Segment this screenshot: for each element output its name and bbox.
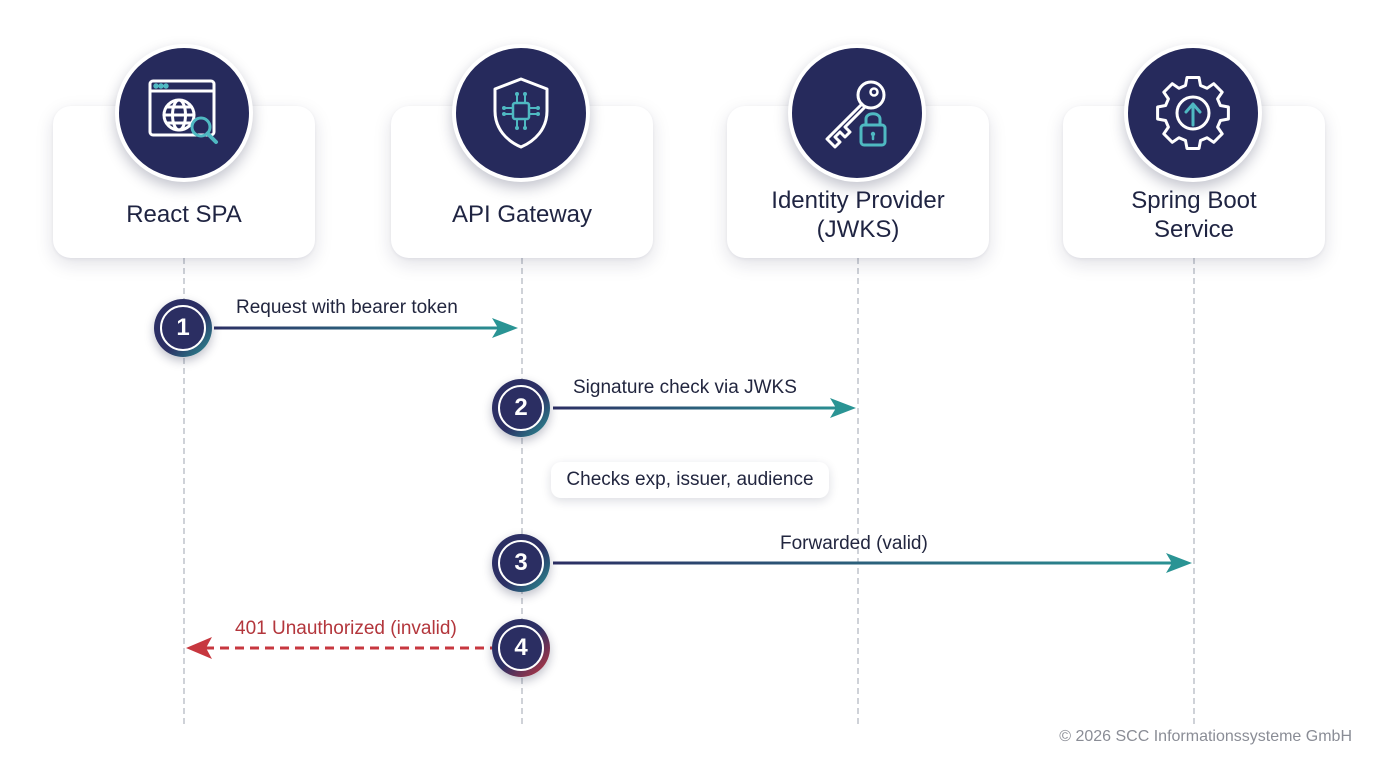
step-number: 4 <box>498 625 544 671</box>
arrow-4 <box>186 637 492 659</box>
lifeline-spring-boot-service <box>1193 258 1195 724</box>
message-label-4: 401 Unauthorized (invalid) <box>235 618 457 639</box>
key-lock-icon <box>788 44 926 182</box>
browser-globe-search-icon <box>115 44 253 182</box>
step-marker-2: 2 <box>492 379 550 437</box>
arrow-1 <box>214 318 518 338</box>
arrow-3 <box>553 553 1192 573</box>
message-label-3: Forwarded (valid) <box>780 533 928 554</box>
message-label-1: Request with bearer token <box>236 297 458 318</box>
step-number: 2 <box>498 385 544 431</box>
step-number: 3 <box>498 540 544 586</box>
lifeline-api-gateway <box>521 258 523 724</box>
shield-chip-icon <box>452 44 590 182</box>
step-number: 1 <box>160 305 206 351</box>
arrow-2 <box>553 398 856 418</box>
gear-upload-icon <box>1124 44 1262 182</box>
actor-label: React SPA <box>126 201 242 228</box>
step-marker-3: 3 <box>492 534 550 592</box>
lifeline-identity-provider <box>857 258 859 724</box>
copyright-footer: © 2026 SCC Informationssysteme GmbH <box>1059 728 1352 745</box>
actor-label: API Gateway <box>451 201 593 228</box>
actor-label: Spring Boot Service <box>1131 187 1257 243</box>
message-label-2: Signature check via JWKS <box>573 377 797 398</box>
step-marker-1: 1 <box>154 299 212 357</box>
validation-note: Checks exp, issuer, audience <box>551 462 829 498</box>
actor-label: Identity Provider (JWKS) <box>771 187 945 243</box>
step-marker-4: 4 <box>492 619 550 677</box>
lifeline-react-spa <box>183 258 185 724</box>
